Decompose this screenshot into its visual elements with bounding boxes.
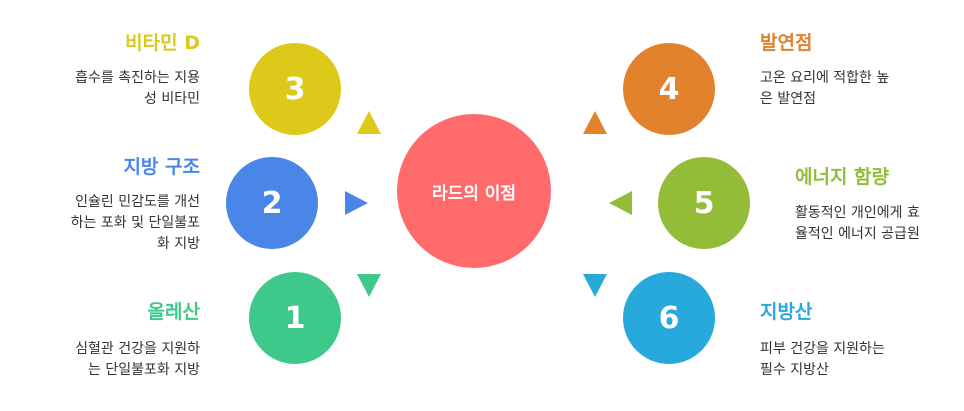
item-3-title: 비타민 D [125,32,200,54]
item-5-desc: 활동적인 개인에게 효 율적인 에너지 공급원 [795,203,920,245]
item-3-number: 3 [284,71,306,107]
item-6-title: 지방산 [760,301,813,323]
item-4-desc: 고온 요리에 적합한 높 은 발연점 [760,68,889,110]
item-1-desc: 심혈관 건강을 지원하 는 단일불포화 지방 [75,339,200,381]
arrow-2-triangle [345,191,368,215]
center-circle: 라드의 이점 [397,114,551,268]
item-1-number: 1 [284,300,306,336]
item-1-desc-line: 는 단일불포화 지방 [88,362,200,378]
item-1-circle: 1 [249,272,341,364]
item-5-desc-line: 활동적인 개인에게 효 [795,205,920,221]
item-2-desc: 인슐린 민감도를 개선 하는 포화 및 단일불포 화 지방 [71,192,200,255]
item-5-circle: 5 [658,157,750,249]
center-label: 라드의 이점 [431,183,517,204]
item-6-number: 6 [658,300,680,336]
item-2-desc-line: 하는 포화 및 단일불포 [70,215,200,231]
item-2-circle: 2 [226,157,318,249]
item-1-title: 올레산 [147,301,200,323]
item-4-desc-line: 고온 요리에 적합한 높 [760,70,890,86]
item-6-desc: 피부 건강을 지원하는 필수 지방산 [760,339,885,381]
item-3-desc-line: 흡수를 촉진하는 지용 [75,70,200,86]
item-5-desc-line: 율적인 에너지 공급원 [795,226,920,242]
item-4-desc-line: 은 발연점 [760,91,816,107]
item-3-desc-line: 성 비타민 [144,91,200,107]
arrow-6-triangle [583,274,607,297]
item-2-desc-line: 화 지방 [156,236,200,252]
arrow-4-triangle [583,111,607,134]
item-6-desc-line: 필수 지방산 [760,362,829,378]
item-3-circle: 3 [249,43,341,135]
item-1-desc-line: 심혈관 건강을 지원하 [75,341,200,357]
item-6-circle: 6 [623,272,715,364]
item-4-number: 4 [658,71,680,107]
item-2-title: 지방 구조 [123,156,200,178]
item-4-circle: 4 [623,43,715,135]
item-5-number: 5 [693,185,715,221]
item-3-desc: 흡수를 촉진하는 지용 성 비타민 [75,68,200,110]
item-6-desc-line: 피부 건강을 지원하는 [760,341,885,357]
arrow-3-triangle [357,111,381,134]
item-2-desc-line: 인슐린 민감도를 개선 [75,194,200,210]
arrow-5-triangle [609,191,632,215]
arrow-1-triangle [357,274,381,297]
item-5-title: 에너지 함량 [795,166,890,188]
item-2-number: 2 [261,185,283,221]
item-4-title: 발연점 [760,32,813,54]
